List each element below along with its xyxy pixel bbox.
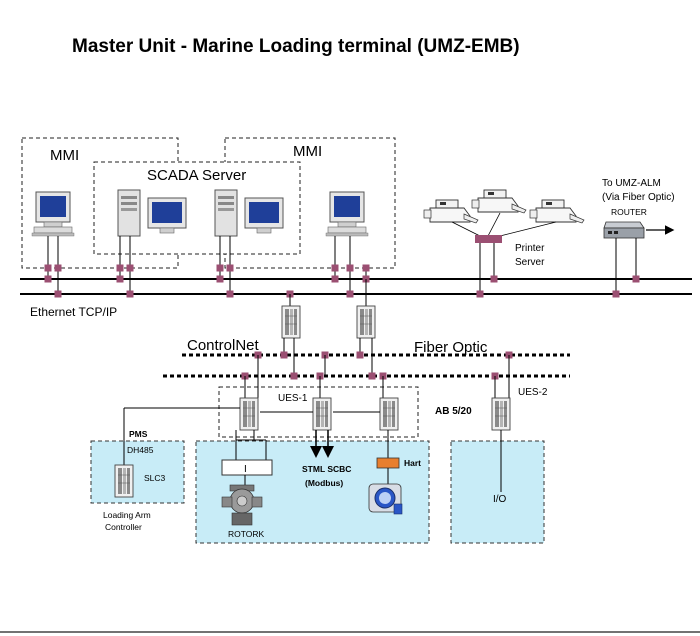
- loading-arm-controller-label: Controller: [105, 522, 142, 532]
- modbus-label: (Modbus): [305, 478, 343, 488]
- controlnet-label: ControlNet: [187, 337, 260, 354]
- rotork-actuator-icon: [221, 484, 263, 526]
- router-icon: [603, 221, 645, 239]
- io-block: [221, 459, 273, 476]
- ues1-plc-b-icon: [312, 397, 332, 431]
- hart-transmitter-icon: [368, 483, 403, 515]
- printer-2-icon: [471, 189, 527, 214]
- router-label: ROUTER: [611, 207, 647, 217]
- ues1-boundary: [218, 386, 419, 438]
- ues2-zone: [450, 440, 545, 544]
- server-label: Server: [515, 257, 545, 268]
- to-umz-alm-label: To UMZ-ALM: [602, 178, 661, 189]
- slc3-label: SLC3: [144, 473, 166, 483]
- mmi-workstation-1-icon: [31, 191, 75, 237]
- via-fiber-label: (Via Fiber Optic): [602, 192, 675, 203]
- gateway-plc-1-icon: [281, 305, 301, 339]
- loading-arm-label: Loading Arm: [103, 510, 151, 520]
- ab-520-label: AB 5/20: [435, 406, 472, 417]
- ues2-plc-icon: [491, 397, 511, 431]
- fiber-optic-label: Fiber Optic: [414, 339, 488, 356]
- printer-1-icon: [423, 199, 479, 224]
- stml-scbc-label: STML SCBC: [302, 464, 351, 474]
- ues1-plc-a-icon: [239, 397, 259, 431]
- io-label: I/O: [493, 494, 507, 505]
- mmi-right-label: MMI: [293, 143, 322, 160]
- hart-box: [376, 457, 400, 469]
- pms-label: PMS: [129, 429, 148, 439]
- printer-label: Printer: [515, 243, 545, 254]
- mmi-left-label: MMI: [50, 147, 79, 164]
- mmi-workstation-2-icon: [325, 191, 369, 237]
- ues1-plc-c-icon: [379, 397, 399, 431]
- scada-server-label: SCADA Server: [147, 167, 246, 184]
- rotork-label: ROTORK: [228, 529, 265, 539]
- printer-server-icon: [475, 235, 502, 243]
- slc3-plc-icon: [114, 464, 134, 498]
- ues1-label: UES-1: [278, 393, 308, 404]
- gateway-plc-2-icon: [356, 305, 376, 339]
- ethernet-label: Ethernet TCP/IP: [30, 305, 117, 319]
- ues2-label: UES-2: [518, 387, 548, 398]
- hart-label: Hart: [404, 458, 421, 468]
- diagram-title: Master Unit - Marine Loading terminal (U…: [72, 36, 520, 57]
- io-block-label: I: [244, 464, 247, 475]
- dh485-label: DH485: [127, 445, 154, 455]
- printer-3-icon: [529, 199, 585, 224]
- pms-zone: [90, 440, 185, 504]
